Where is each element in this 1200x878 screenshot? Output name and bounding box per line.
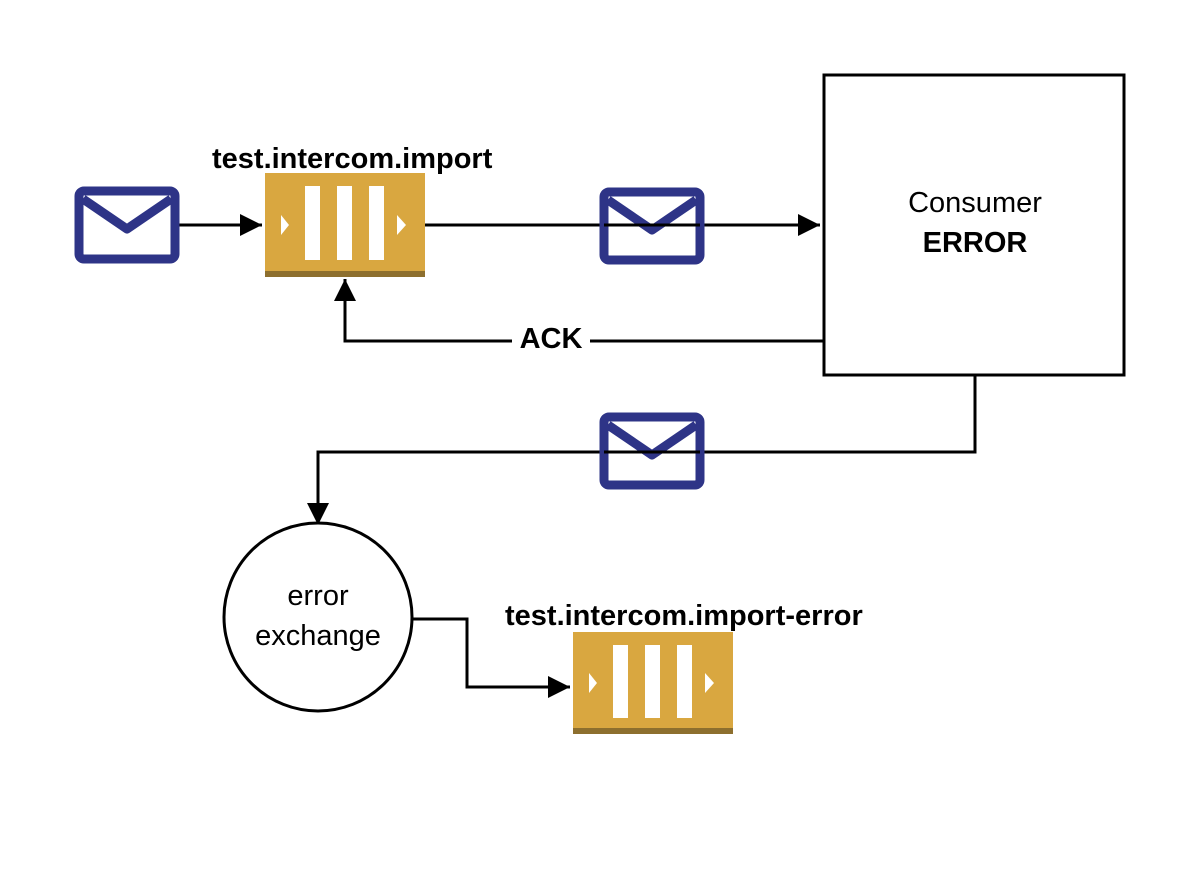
queue-label-main: test.intercom.import <box>212 143 493 175</box>
connector-exchange-to-error-queue <box>413 617 570 698</box>
envelope-icon <box>599 187 705 265</box>
envelope-icon <box>74 186 180 264</box>
connector-ack <box>334 279 824 343</box>
consumer-status: ERROR <box>923 227 1028 259</box>
queue-icon <box>265 173 425 277</box>
consumer-title: Consumer <box>908 187 1042 219</box>
queue-icon <box>573 632 733 734</box>
queue-label-error: test.intercom.import-error <box>505 600 863 632</box>
ack-label-bg <box>512 322 590 358</box>
exchange-label-line2: exchange <box>255 620 381 652</box>
consumer-box <box>822 73 1126 377</box>
exchange-label-line1: error <box>287 580 349 612</box>
error-exchange <box>222 521 414 713</box>
ack-label: ACK <box>520 323 583 355</box>
envelope-icon <box>599 412 705 490</box>
